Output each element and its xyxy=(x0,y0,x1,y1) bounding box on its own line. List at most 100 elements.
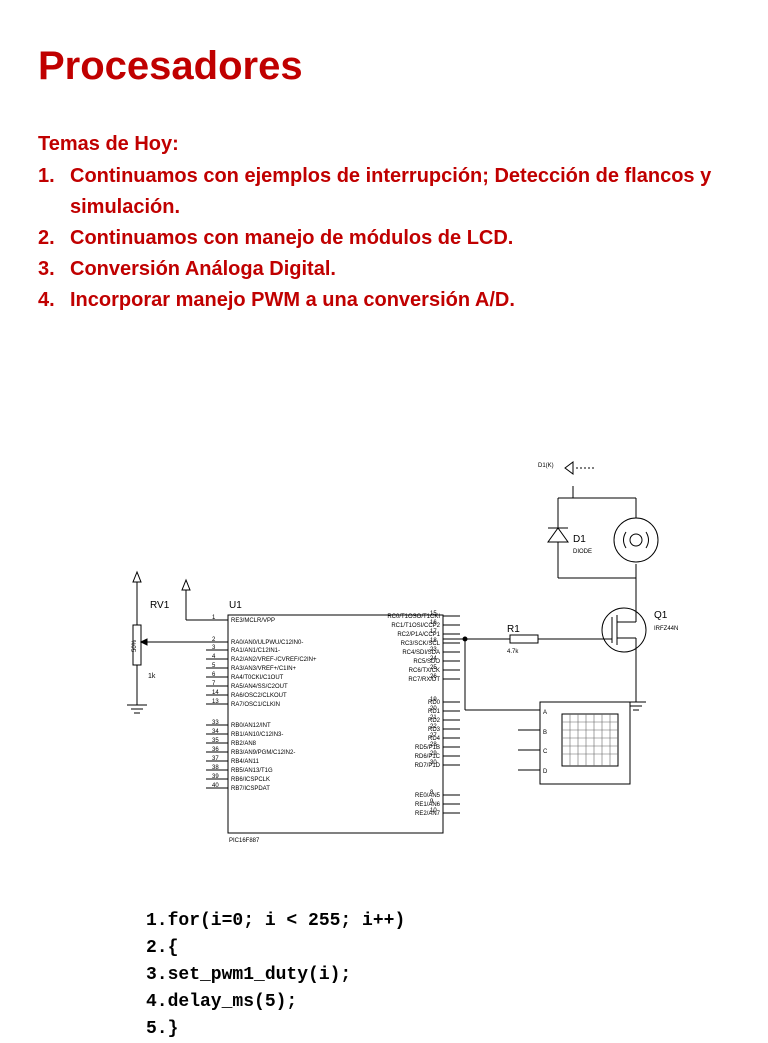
q1-label: Q1 xyxy=(654,610,668,621)
d1-probe-label: D1(K) xyxy=(538,463,554,469)
u1-pin-name: RA0/AN0/ULPWU/C12IN0- xyxy=(231,640,303,646)
u1-pin-number: 19 xyxy=(430,697,437,703)
u1-part-number: PIC16F887 xyxy=(229,838,260,844)
u1-pin-number: 33 xyxy=(212,720,219,726)
slide-title: Procesadores xyxy=(38,44,303,88)
u1-pin-name: RB4/AN11 xyxy=(231,759,260,765)
u1-pin-name: RA3/AN3/VREF+/C1IN+ xyxy=(231,666,297,672)
d1-label: D1 xyxy=(573,534,586,545)
u1-pin-number: 26 xyxy=(430,674,437,680)
u1-pin-number: 5 xyxy=(212,663,216,669)
u1-pin-number: 8 xyxy=(430,790,434,796)
u1-pin-number: 29 xyxy=(430,751,437,757)
u1-pin-name: RE2/AN7 xyxy=(415,811,441,817)
code-line: 4.delay_ms(5); xyxy=(146,992,298,1012)
motor-icon xyxy=(613,517,659,563)
u1-pin-number: 34 xyxy=(212,729,219,735)
mclr-power-terminal-icon xyxy=(181,578,191,591)
u1-pin-name: RC6/TX/CK xyxy=(409,668,440,674)
display-input-c: C xyxy=(543,749,548,755)
topic-item: 4. Incorporar manejo PWM a una conversión… xyxy=(38,285,718,316)
circuit-schematic: RV1 1k 50% U1 PIC16F887 R1 4.7k Q1 IRFZ4… xyxy=(127,461,678,844)
u1-pin-name: RD4 xyxy=(428,736,441,742)
u1-pin-number: 23 xyxy=(430,647,437,653)
display-input-a: A xyxy=(543,710,547,716)
r1-label: R1 xyxy=(507,624,520,635)
u1-pin-number: 25 xyxy=(430,665,437,671)
u1-pin-name: RA7/OSC1/CLKIN xyxy=(231,702,280,708)
u1-pin-number: 22 xyxy=(430,724,437,730)
rv1-label: RV1 xyxy=(150,600,170,611)
u1-pin-name: RB1/AN10/C12IN3- xyxy=(231,732,283,738)
u1-pin-name: RD2 xyxy=(428,718,441,724)
u1-pin-number: 7 xyxy=(212,681,216,687)
q1-mosfet-symbol xyxy=(601,607,647,653)
q1-value: IRFZ44N xyxy=(654,626,678,632)
u1-pin-name: RC7/RX/DT xyxy=(408,677,440,683)
rv1-percent: 50% xyxy=(132,639,138,652)
u1-pin-name: RD6/P1C xyxy=(415,754,441,760)
u1-pin-number: 4 xyxy=(212,654,216,660)
code-block: 1.for(i=0; i < 255; i++) 2.{ 3.set_pwm1_… xyxy=(146,908,405,1043)
u1-pin-name: RE1/AN6 xyxy=(415,802,441,808)
u1-pin-name: RD1 xyxy=(428,709,441,715)
u1-pin-number: 16 xyxy=(430,620,437,626)
code-line: 1.for(i=0; i < 255; i++) xyxy=(146,911,406,931)
u1-pin-number: 40 xyxy=(212,783,219,789)
u1-pin-name: RC1/T1OSI/CCP2 xyxy=(391,623,440,629)
topic-item: 3.Conversión Análoga Digital. xyxy=(38,254,718,285)
u1-pin-name: RB0/AN12/INT xyxy=(231,723,271,729)
u1-pin-name: RC0/T1OSO/T1CKI xyxy=(387,614,440,620)
display-input-b: B xyxy=(543,730,547,736)
u1-pin-name: RB2/AN8 xyxy=(231,741,257,747)
u1-pin-number: 21 xyxy=(430,715,437,721)
u1-pin-number: 39 xyxy=(212,774,219,780)
u1-pin-number: 18 xyxy=(430,638,437,644)
u1-pin-number: 24 xyxy=(430,656,437,662)
u1-pin-name: RC3/SCK/SCL xyxy=(401,641,441,647)
u1-pin-name: RB5/AN13/T1G xyxy=(231,768,273,774)
u1-pin-number: 20 xyxy=(430,706,437,712)
probe-icon xyxy=(564,461,574,475)
u1-pin-name: RB3/AN9/PGM/C12IN2- xyxy=(231,750,295,756)
u1-pin-name: RC2/P1A/CCP1 xyxy=(397,632,440,638)
u1-pin-name: RC5/SDO xyxy=(413,659,440,665)
power-terminal-icon xyxy=(132,570,142,583)
u1-pin-number: 14 xyxy=(212,690,219,696)
u1-pin-name: RA1/AN1/C12IN1- xyxy=(231,648,280,654)
topic-number: 1. xyxy=(38,165,55,187)
u1-pin-number: 36 xyxy=(212,747,219,753)
u1-pin-number: 17 xyxy=(430,629,437,635)
code-line: 3.set_pwm1_duty(i); xyxy=(146,965,352,985)
topics-heading: Temas de Hoy: xyxy=(38,133,179,155)
u1-pin-number: 28 xyxy=(430,742,437,748)
u1-pin-name: RC4/SDI/SDA xyxy=(402,650,440,656)
topic-number: 2. xyxy=(38,227,55,249)
led-matrix-grid xyxy=(561,713,619,767)
u1-pin-name: RA2/AN2/VREF-/CVREF/C2IN+ xyxy=(231,657,317,663)
u1-pin-number: 2 xyxy=(212,637,216,643)
u1-pin-number: 3 xyxy=(212,645,216,651)
topic-number: 3. xyxy=(38,258,55,280)
u1-pin-number: 15 xyxy=(430,611,437,617)
u1-pin-number: 30 xyxy=(430,760,437,766)
u1-pin-number: 35 xyxy=(212,738,219,744)
u1-pin-name: RD5/P1B xyxy=(415,745,440,751)
topic-text: Continuamos con ejemplos de interrupción… xyxy=(70,165,712,218)
u1-pin-number: 37 xyxy=(212,756,219,762)
topic-number: 4. xyxy=(38,289,55,311)
u1-pin-name: RB7/ICSPDAT xyxy=(231,786,270,792)
u1-pin-number: 27 xyxy=(430,733,437,739)
code-line: 2.{ xyxy=(146,938,179,958)
topic-item: 2.Continuamos con manejo de módulos de L… xyxy=(38,223,718,254)
u1-pin-number: 6 xyxy=(212,672,216,678)
r1-body xyxy=(509,634,539,644)
u1-pin-name: RA4/T0CKI/C1OUT xyxy=(231,675,284,681)
diode-d1-symbol xyxy=(547,527,569,543)
code-line: 5.} xyxy=(146,1019,179,1039)
u1-pin-number: 9 xyxy=(430,799,434,805)
u1-pin-name: RE0/AN5 xyxy=(415,793,441,799)
topic-text: Incorporar manejo PWM a una conversión A… xyxy=(70,289,515,311)
topics-list: 1. Continuamos con ejemplos de interrupci… xyxy=(38,161,718,316)
u1-pin-name: RA6/OSC2/CLKOUT xyxy=(231,693,287,699)
